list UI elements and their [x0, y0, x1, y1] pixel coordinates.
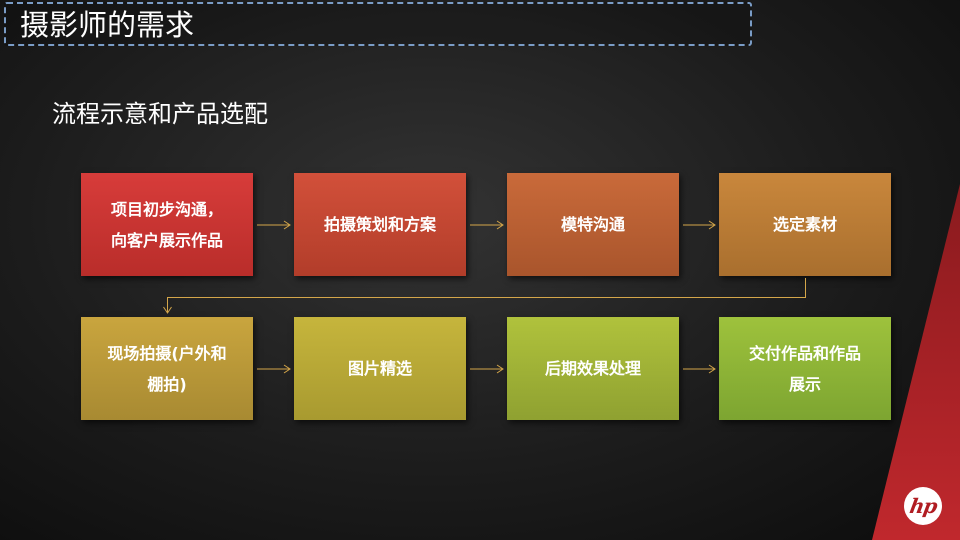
process-step-4: 选定素材 [719, 173, 891, 276]
connector-arrow-3-head [708, 220, 716, 230]
process-step-3: 模特沟通 [507, 173, 679, 276]
process-step-5: 现场拍摄(户外和棚拍) [81, 317, 253, 420]
process-step-label: 选定素材 [772, 215, 837, 234]
process-step-2: 拍摄策划和方案 [294, 173, 466, 276]
process-step-8: 交付作品和作品展示 [719, 317, 891, 420]
connector-arrow-wrap [167, 278, 806, 313]
slide-subtitle: 流程示意和产品选配 [52, 100, 268, 128]
process-step-label: 模特沟通 [560, 215, 625, 234]
process-step-7: 后期效果处理 [507, 317, 679, 420]
connector-arrow-wrap-head [163, 306, 172, 314]
title-box: 摄影师的需求 [4, 2, 752, 46]
connector-arrow-1-head [283, 220, 291, 230]
connector-arrow-2-head [496, 220, 504, 230]
process-step-1: 项目初步沟通， 向客户展示作品 [81, 173, 253, 276]
process-step-label: 现场拍摄(户外和 [107, 343, 227, 363]
hp-logo-icon: hp [904, 487, 942, 525]
connector-arrow-5-head [496, 364, 504, 374]
logo-text: hp [907, 494, 939, 518]
process-step-label: 后期效果处理 [544, 359, 641, 378]
process-step-label: 项目初步沟通， [110, 199, 223, 219]
process-step-label: 拍摄策划和方案 [323, 215, 436, 234]
process-step-label: 棚拍) [147, 374, 187, 394]
process-step-label: 图片精选 [347, 359, 412, 378]
slide-title: 摄影师的需求 [20, 8, 195, 42]
process-step-label: 交付作品和作品 [748, 343, 861, 363]
process-step-label: 向客户展示作品 [110, 230, 223, 250]
connector-arrow-4-head [283, 364, 291, 374]
connector-arrow-6-head [708, 364, 716, 374]
process-step-label: 展示 [788, 374, 821, 394]
process-step-6: 图片精选 [294, 317, 466, 420]
